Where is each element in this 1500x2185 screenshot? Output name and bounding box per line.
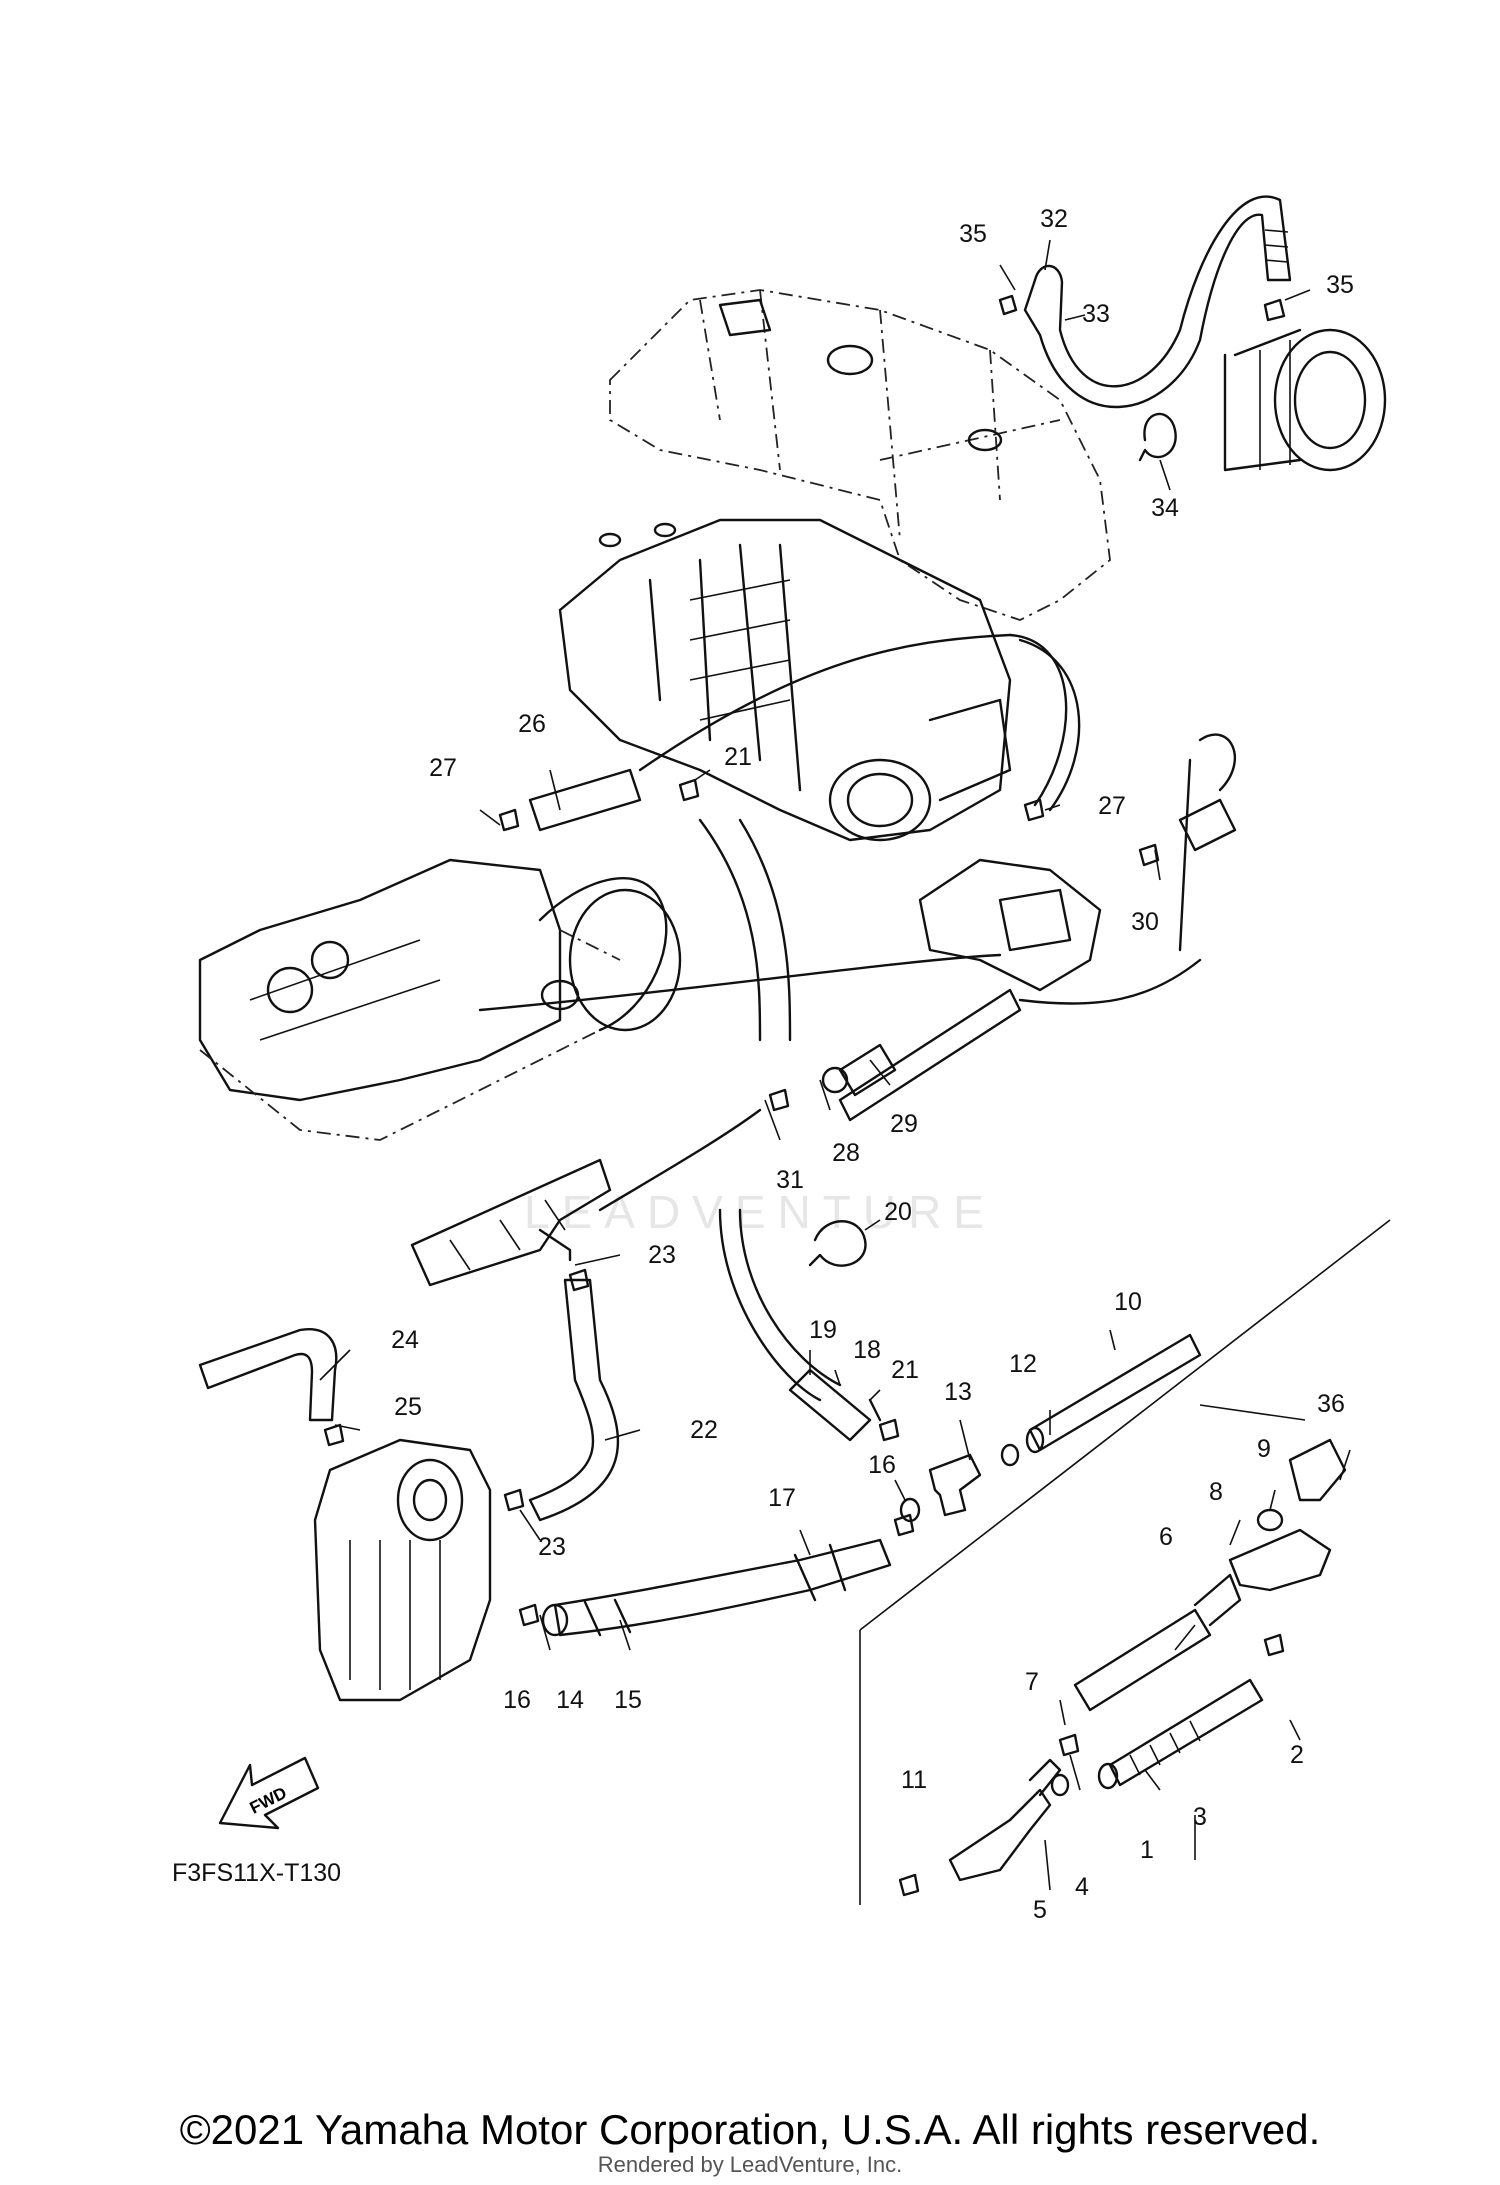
callout-25: 25 xyxy=(394,1393,422,1421)
callout-21a: 21 xyxy=(724,743,752,771)
callout-17: 17 xyxy=(768,1484,796,1512)
callout-34: 34 xyxy=(1151,494,1179,522)
callout-6: 6 xyxy=(1159,1523,1173,1551)
callout-20: 20 xyxy=(884,1198,912,1226)
hose-32-33 xyxy=(1023,195,1292,409)
callout-19: 19 xyxy=(809,1316,837,1344)
bracket-8 xyxy=(1228,1528,1332,1592)
callout-33: 33 xyxy=(1082,300,1110,328)
callout-36: 36 xyxy=(1317,1390,1345,1418)
callout-16b: 16 xyxy=(503,1686,531,1714)
hose-24 xyxy=(198,1328,338,1422)
callout-4: 4 xyxy=(1075,1873,1089,1901)
y-fitting-5 xyxy=(948,1788,1052,1882)
hose-26 xyxy=(528,768,642,832)
hose-19-bellows xyxy=(788,1368,872,1442)
callout-31: 31 xyxy=(776,1166,804,1194)
exhaust-manifold xyxy=(410,1158,612,1287)
callout-35b: 35 xyxy=(1326,271,1354,299)
hose-29-bellows xyxy=(838,1043,897,1097)
hose-6 xyxy=(1073,1608,1212,1712)
copyright-notice: ©2021 Yamaha Motor Corporation, U.S.A. A… xyxy=(179,2106,1321,2153)
callout-24: 24 xyxy=(391,1326,419,1354)
callout-14: 14 xyxy=(556,1686,584,1714)
callout-3: 3 xyxy=(1193,1803,1207,1831)
callout-13: 13 xyxy=(944,1378,972,1406)
fwd-arrow-icon: FWD xyxy=(218,1756,320,1830)
t-connector-13 xyxy=(928,1453,982,1517)
callout-10: 10 xyxy=(1114,1288,1142,1316)
hose-3-bellows xyxy=(1108,1678,1264,1787)
callout-leaders xyxy=(319,239,1351,1891)
hose-main-vertical xyxy=(698,818,762,1042)
hose-22 xyxy=(528,1278,619,1522)
callout-12: 12 xyxy=(1009,1350,1037,1378)
callout-27a: 27 xyxy=(429,754,457,782)
callout-7: 7 xyxy=(1025,1668,1039,1696)
clip-20 xyxy=(808,1220,867,1267)
callout-5: 5 xyxy=(1033,1896,1047,1924)
callout-21b: 21 xyxy=(891,1356,919,1384)
callout-18: 18 xyxy=(853,1336,881,1364)
hose-15-17 xyxy=(553,1538,892,1637)
callout-8: 8 xyxy=(1209,1478,1223,1506)
callout-35a: 35 xyxy=(959,220,987,248)
hose-clamps xyxy=(323,294,1286,1897)
callout-29: 29 xyxy=(890,1110,918,1138)
callout-1: 1 xyxy=(1140,1836,1154,1864)
callout-11: 11 xyxy=(901,1766,927,1794)
callout-32: 32 xyxy=(1040,205,1068,233)
callout-28: 28 xyxy=(832,1139,860,1167)
callout-30: 30 xyxy=(1131,908,1159,936)
engine-block-upper xyxy=(558,518,1012,842)
diagram-code: F3FS11X-T130 xyxy=(172,1859,342,1887)
callout-15: 15 xyxy=(614,1686,642,1714)
connector-36 xyxy=(1288,1438,1347,1502)
callout-16a: 16 xyxy=(868,1451,896,1479)
engine-block-lower xyxy=(198,858,682,1141)
elbow-fitting-30 xyxy=(918,858,1102,992)
callout-23b: 23 xyxy=(538,1533,566,1561)
callout-23a: 23 xyxy=(648,1241,676,1269)
callout-9: 9 xyxy=(1257,1435,1271,1463)
rendered-by-credit: Rendered by LeadVenture, Inc. xyxy=(597,2152,903,2177)
callout-26: 26 xyxy=(518,710,546,738)
clip-34 xyxy=(1138,412,1177,462)
callout-27b: 27 xyxy=(1098,792,1126,820)
cooler-housing xyxy=(313,1438,492,1702)
exhaust-chamber xyxy=(1223,328,1387,472)
hose-10 xyxy=(1028,1333,1202,1452)
engine-cover-outline xyxy=(609,289,1111,621)
callout-2: 2 xyxy=(1290,1741,1304,1769)
callout-22: 22 xyxy=(690,1416,718,1444)
inset-frame xyxy=(859,1219,1391,1905)
